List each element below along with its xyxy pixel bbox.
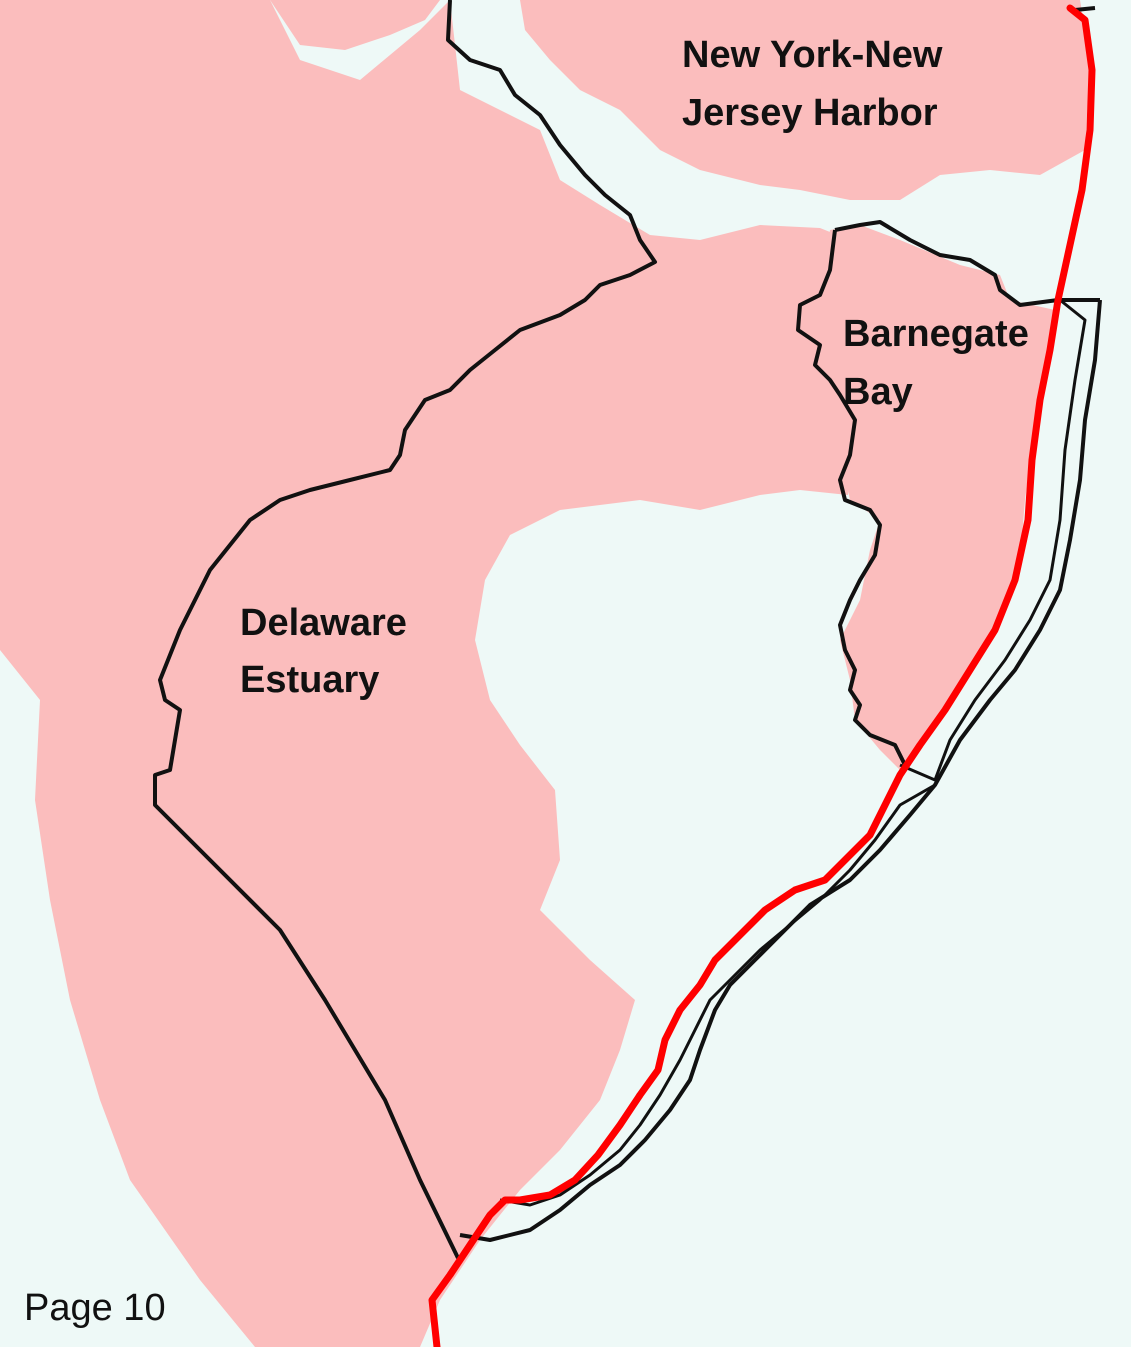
label-nyharbor-line1: New York-New — [682, 34, 943, 76]
label-delaware-line1: Delaware — [240, 602, 407, 644]
label-nyharbor-line2: Jersey Harbor — [682, 92, 938, 134]
barnegat-boundary-line — [796, 6, 1100, 766]
label-barnegat-line2: Bay — [843, 371, 913, 413]
watershed-region-north-sliver — [270, 0, 440, 50]
page-number: Page 10 — [24, 1287, 166, 1329]
watershed-boundary-line — [153, 0, 657, 1259]
coastal-boundary-inner-line — [499, 298, 1087, 1207]
watershed-region-south — [0, 0, 860, 1347]
coastal-boundary-line — [459, 299, 1102, 1242]
label-delaware-line2: Estuary — [240, 659, 379, 701]
highlight-boundary-line — [428, 4, 1096, 1347]
watershed-region-nyharbor — [520, 0, 1090, 200]
watershed-region-barnegat — [800, 225, 1055, 770]
label-barnegat-line1: Barnegate — [843, 313, 1029, 355]
